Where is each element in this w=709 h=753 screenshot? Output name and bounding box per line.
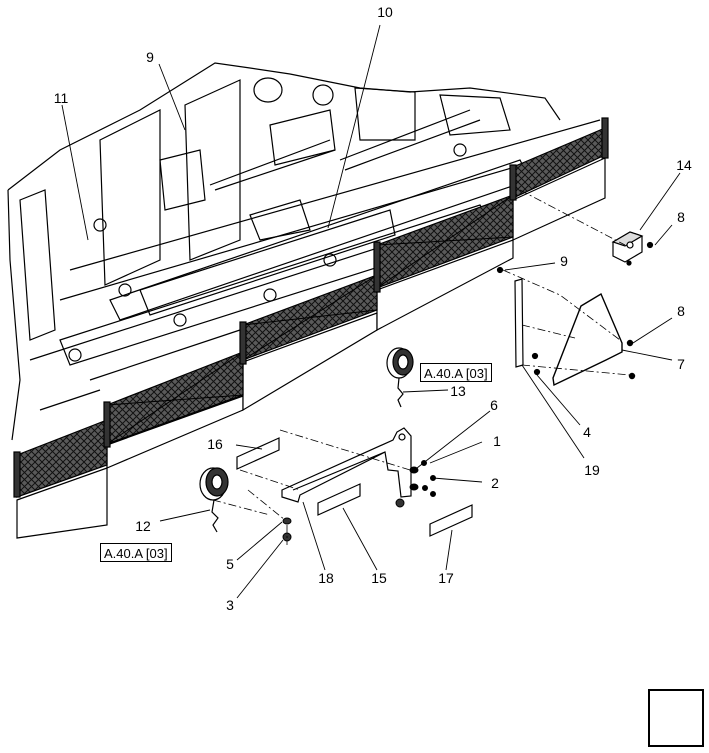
callout-7: 7 xyxy=(677,356,685,372)
callout-4: 4 xyxy=(583,424,591,440)
decal-17 xyxy=(429,504,473,537)
callout-1: 1 xyxy=(493,433,501,449)
callout-15: 15 xyxy=(371,570,387,586)
callout-16: 16 xyxy=(207,436,223,452)
callout-10: 10 xyxy=(377,4,393,20)
callout-19: 19 xyxy=(584,462,600,478)
callout-3: 3 xyxy=(226,597,234,613)
callout-17: 17 xyxy=(438,570,454,586)
reference-box-12[interactable]: A.40.A [03] xyxy=(100,543,172,562)
part-13-lamp xyxy=(386,347,414,408)
callout-14: 14 xyxy=(676,157,692,173)
callout-5: 5 xyxy=(226,556,234,572)
callout-numbers: 10 9 11 14 8 9 8 7 13 6 4 1 16 19 2 12 5… xyxy=(54,4,692,613)
part-7-shield xyxy=(552,292,636,387)
decal-16 xyxy=(236,437,280,470)
decals xyxy=(236,437,473,537)
callout-8-lower: 8 xyxy=(677,303,685,319)
hardware xyxy=(282,460,436,542)
callout-12: 12 xyxy=(135,518,151,534)
callout-11: 11 xyxy=(54,90,69,106)
callout-8-upper: 8 xyxy=(677,209,685,225)
callout-18: 18 xyxy=(318,570,334,586)
callout-9-top: 9 xyxy=(146,49,154,65)
callout-9-right: 9 xyxy=(560,253,568,269)
part-19-strip xyxy=(496,266,541,376)
part-18-bracket xyxy=(281,427,412,503)
guard-panel-assembly xyxy=(13,117,609,539)
leader-lines xyxy=(61,24,681,599)
decal-15 xyxy=(317,483,361,516)
callout-13: 13 xyxy=(450,383,466,399)
part-14-bracket xyxy=(611,231,654,266)
next-page-button[interactable] xyxy=(648,689,704,747)
callout-2: 2 xyxy=(491,475,499,491)
reference-box-13[interactable]: A.40.A [03] xyxy=(420,363,492,382)
callout-6: 6 xyxy=(490,397,498,413)
explosion-lines xyxy=(212,189,631,545)
